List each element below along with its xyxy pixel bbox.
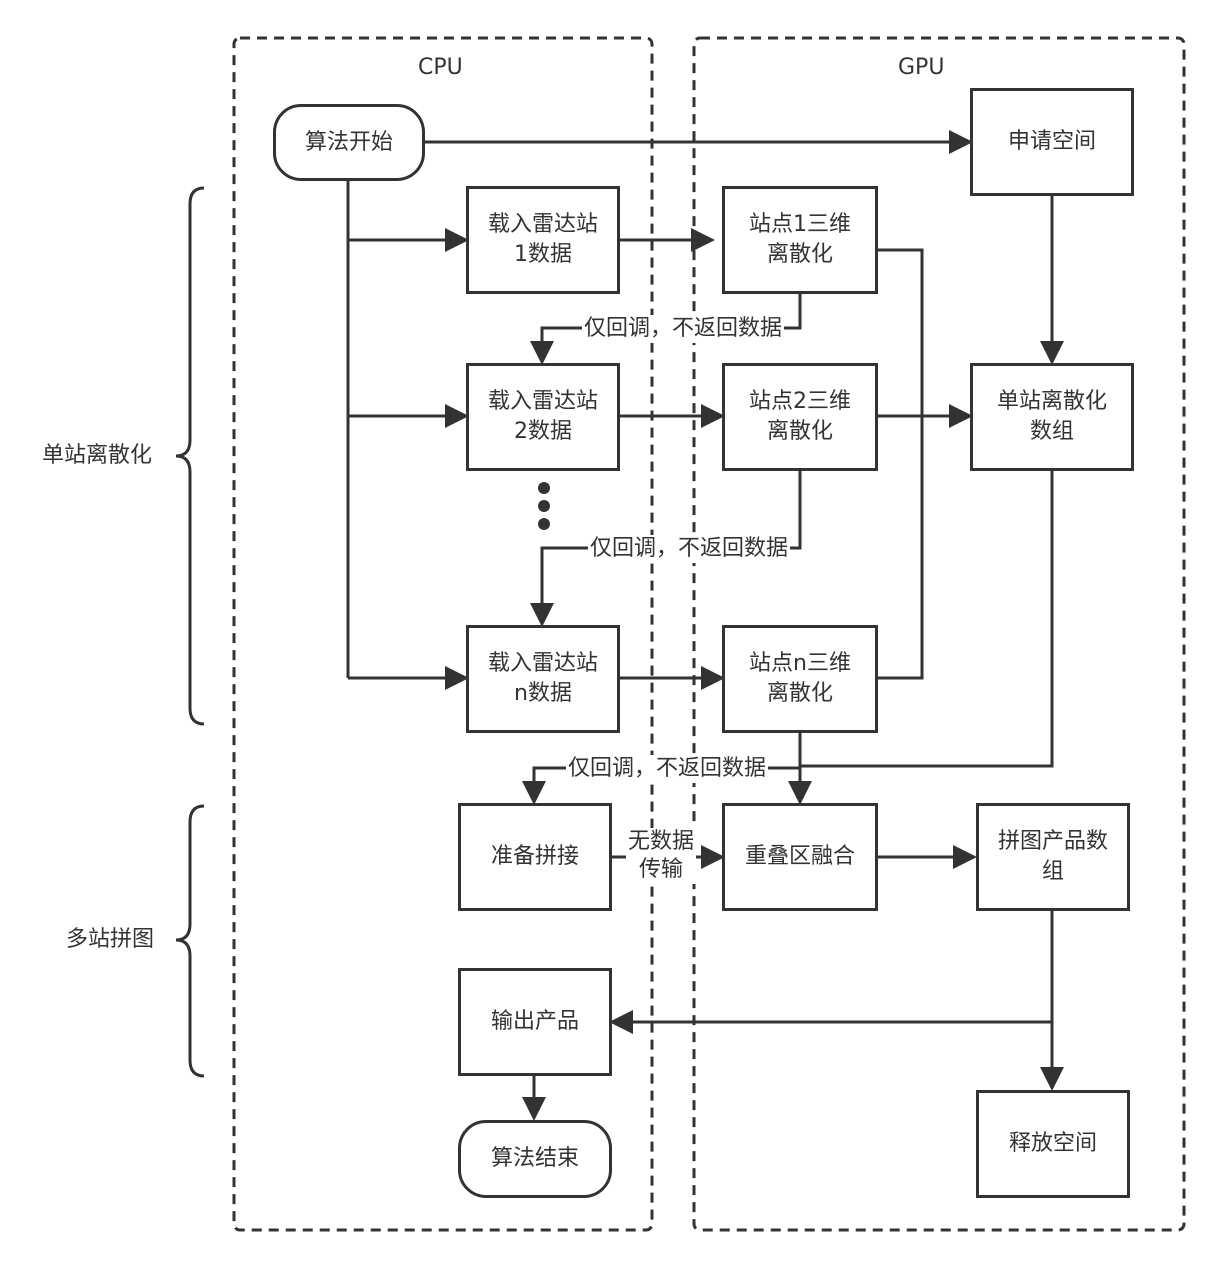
start-node: 算法开始 [273,104,425,181]
cpu-lane-title: CPU [418,55,463,80]
load-station-2-label: 载入雷达站 2数据 [487,389,598,444]
load-station-2-node: 载入雷达站 2数据 [466,363,620,471]
release-memory-node: 释放空间 [976,1090,1130,1198]
output-product-label: 输出产品 [490,1009,579,1034]
discretize-station-n-node: 站点n三维 离散化 [722,625,878,733]
callback-label-1: 仅回调，不返回数据 [582,315,785,343]
discretize-station-n-label: 站点n三维 离散化 [749,651,851,706]
single-station-array-label: 单站离散化 数组 [996,389,1107,444]
end-node: 算法结束 [458,1120,612,1198]
ellipsis-dot [538,482,550,494]
overlap-fusion-label: 重叠区融合 [744,844,855,869]
line-disc1-bus [876,248,924,680]
discretize-station-1-node: 站点1三维 离散化 [722,186,878,294]
gpu-lane-title: GPU [898,55,945,80]
discretize-station-1-label: 站点1三维 离散化 [749,212,851,267]
cpu-lane-border [232,36,654,1232]
callback-label-3: 仅回调，不返回数据 [566,755,769,783]
callback-label-2: 仅回调，不返回数据 [588,535,791,563]
allocate-memory-node: 申请空间 [970,88,1134,196]
prepare-mosaic-label: 准备拼接 [490,844,579,869]
ellipsis-dot [538,518,550,530]
load-station-n-label: 载入雷达站 n数据 [487,651,598,706]
prepare-mosaic-node: 准备拼接 [458,803,612,911]
overlap-fusion-node: 重叠区融合 [722,803,878,911]
gpu-lane-border [692,36,1186,1232]
single-phase-label: 单站离散化 [42,443,153,468]
output-product-node: 输出产品 [458,968,612,1076]
line-single-array-overlap [800,470,1054,768]
load-station-1-label: 载入雷达站 1数据 [487,212,598,267]
load-station-n-node: 载入雷达站 n数据 [466,625,620,733]
single-phase-brace [175,186,205,726]
discretize-station-2-label: 站点2三维 离散化 [749,389,851,444]
no-data-transfer-label: 无数据 传输 [626,828,697,884]
mosaic-array-label: 拼图产品数 组 [997,829,1108,884]
allocate-memory-label: 申请空间 [1007,129,1096,154]
mosaic-array-node: 拼图产品数 组 [976,803,1130,911]
ellipsis-dot [538,500,550,512]
end-node-label: 算法结束 [490,1146,579,1171]
single-station-array-node: 单站离散化 数组 [970,363,1134,471]
multi-phase-brace [175,804,205,1078]
load-station-1-node: 载入雷达站 1数据 [466,186,620,294]
multi-phase-label: 多站拼图 [66,927,155,952]
discretize-station-2-node: 站点2三维 离散化 [722,363,878,471]
release-memory-label: 释放空间 [1008,1131,1097,1156]
start-node-label: 算法开始 [304,129,393,155]
